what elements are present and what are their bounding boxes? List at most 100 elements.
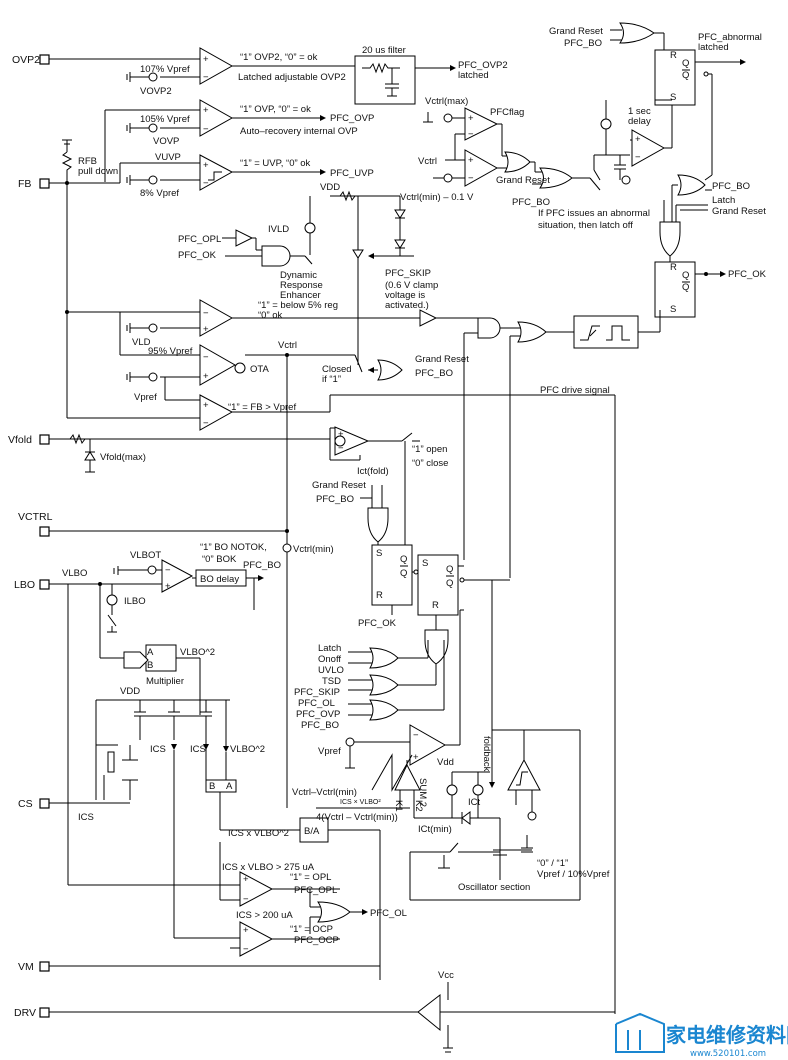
zero-ok-label: “0” ok	[258, 310, 283, 321]
ict-fold-label: Ict(fold)	[357, 466, 389, 477]
rfb-resistor: RFB pull down	[61, 139, 118, 418]
pfc-ok-latch: PFC_BO Latch Grand Reset R Q Q S PFC_OK	[654, 174, 767, 318]
abn-latch-r: R	[670, 50, 677, 61]
ok-latch-q: Q	[682, 270, 689, 281]
abn-latch-s: S	[670, 92, 676, 103]
pfc-bo-mid-label: PFC_BO	[316, 494, 354, 505]
bo-delay-label: BO delay	[200, 574, 239, 585]
latch-label: Latch	[712, 195, 735, 206]
ocp-one-label: “1” = OCP	[290, 924, 333, 935]
oscillator-label: Oscillator section	[458, 882, 530, 893]
below5-label: “1” = below 5% reg	[258, 300, 338, 311]
ics-label-1: ICS	[150, 744, 166, 755]
vdd-label: VDD	[320, 182, 340, 193]
pin-drv-label: DRV	[14, 1007, 36, 1019]
sum2-label: SUM 2	[417, 778, 428, 807]
pfc-ovp-in-label: PFC_OVP	[296, 709, 340, 720]
onoff-label: Onoff	[318, 654, 341, 665]
vdd-cm-label: VDD	[120, 686, 140, 697]
uvp-comparator: +− VUVP 8% Vpref “1” = UVP, “0” ok PFC_U…	[49, 152, 374, 199]
vctrl-minus-label: Vctrl–Vctrl(min)	[292, 787, 357, 798]
svg-text:B: B	[147, 660, 153, 671]
filter-20us: 20 us filter PFC_OVP2 latched	[354, 45, 508, 105]
abn-latch-q: Q	[682, 58, 689, 69]
pin-cs-label: CS	[18, 798, 33, 810]
watermark-sub: www.520101.com	[690, 1049, 766, 1059]
multiplier: AB VLBO^2 Multiplier	[100, 644, 215, 715]
ivld-label: IVLD	[268, 224, 289, 235]
pfc-ok-ff-label: PFC_OK	[358, 618, 397, 629]
pfc-ol-in-label: PFC_OL	[298, 698, 335, 709]
pfcflag-label: PFCflag	[490, 107, 524, 118]
b-over-a-label: B/A	[304, 826, 320, 837]
delay-label: delay	[628, 116, 651, 127]
ocp-cond-label: ICS > 200 uA	[236, 910, 293, 921]
watermark: 家电维修资料网 www.520101.com	[615, 1012, 788, 1059]
grand-reset-ota-label: Grand Reset	[415, 354, 469, 365]
vlbot-label: VLBOT	[130, 550, 161, 561]
ota-label: OTA	[250, 364, 269, 375]
vpref-10-label: Vpref / 10%Vpref	[537, 869, 610, 880]
brownout-section: Vctrl(min) “1” BO NOTOK, “0” BOK VLBOT −…	[49, 529, 334, 885]
vctrl-min-label: Vctrl(min)	[293, 544, 334, 555]
mid-ff-qbar: Q	[400, 568, 407, 579]
close0-label: “0” close	[412, 458, 448, 469]
k1-label: K1	[393, 800, 404, 812]
pfc-drive-label: PFC drive signal	[540, 385, 610, 396]
dyn3-label: Enhancer	[280, 290, 321, 301]
uvlo-label: UVLO	[318, 665, 344, 676]
watermark-cn: 家电维修资料网	[666, 1023, 788, 1047]
rfb-label: RFB	[78, 156, 97, 167]
pfc-bo-ota-label: PFC_BO	[415, 368, 453, 379]
tsd-label: TSD	[322, 676, 341, 687]
abnormal-note1: If PFC issues an abnormal	[538, 208, 650, 219]
ff2-r: R	[432, 600, 439, 611]
mid-ff-s: S	[376, 548, 382, 559]
dyn1-label: Dynamic	[280, 270, 317, 281]
ict-label: ICt	[468, 797, 481, 808]
formula-den: 4(Vctrl – Vctrl(min))	[316, 812, 398, 823]
svg-text:+: +	[468, 155, 474, 166]
pfc-bo-right-label: PFC_BO	[712, 181, 750, 192]
vm-drv-section: Vcc	[49, 965, 615, 1053]
svg-text:−: −	[413, 730, 419, 741]
mid-flipflop: Grand Reset PFC_BO S Q Q R PFC_OK S Q Q …	[312, 480, 510, 630]
pin-ovp2: OVP2	[12, 54, 50, 66]
ok-latch-r: R	[670, 262, 677, 273]
abnormal-latch: Grand Reset PFC_BO R Q Q S PFC_abnormal …	[549, 22, 762, 175]
bo-bok-label: “0” BOK	[202, 554, 237, 565]
pfc-ok-out-label: PFC_OK	[728, 269, 767, 280]
grand-reset-mid-label: Grand Reset	[312, 480, 366, 491]
vref8-label: 8% Vpref	[140, 188, 179, 199]
svg-text:A: A	[226, 781, 233, 792]
grand-reset-label: Grand Reset	[496, 175, 550, 186]
pin-lbo: LBO	[14, 579, 50, 591]
pin-vm-label: VM	[18, 961, 34, 973]
oscillator: foldback Vdd ICt ICt(min) “0” / “1” Vpre	[409, 580, 610, 901]
pin-vctrl-label: VCTRL	[18, 511, 53, 523]
pwm-comparator: −+ Vpref SUM 2 K1 K2	[318, 609, 464, 819]
svg-text:+: +	[203, 160, 209, 171]
vref105-label: 105% Vpref	[140, 114, 190, 125]
ok-latch-s: S	[670, 304, 676, 315]
svg-text:−: −	[635, 152, 641, 163]
svg-text:A: A	[147, 647, 154, 658]
ovp-desc: “1” OVP, “0” = ok	[240, 104, 311, 115]
vovp2-label: VOVP2	[140, 86, 172, 97]
opl-cond-label: ICS x VLBO > 275 uA	[222, 862, 315, 873]
vctrl-small-label: Vctrl	[418, 156, 437, 167]
svg-text:−: −	[203, 124, 209, 135]
pfc-bo-lbo-label: PFC_BO	[243, 560, 281, 571]
svg-text:−: −	[243, 944, 249, 955]
svg-text:−: −	[468, 173, 474, 184]
ovp-comparator: +− 105% Vpref VOVP “1” OVP, “0” = ok PFC…	[104, 99, 374, 182]
multiplier-label: Multiplier	[146, 676, 184, 687]
svg-text:+: +	[203, 371, 209, 382]
autorecovery-label: Auto–recovery internal OVP	[240, 126, 358, 137]
ff2-s: S	[422, 558, 428, 569]
pin-vctrl: VCTRL	[18, 511, 53, 537]
svg-text:−: −	[203, 418, 209, 429]
vctrl-min-01-label: Vctrl(min) – 0.1 V	[400, 192, 474, 203]
opl-comparator: ICS x VLBO > 275 uA +− “1” = OPL PFC_OPL…	[68, 842, 407, 934]
